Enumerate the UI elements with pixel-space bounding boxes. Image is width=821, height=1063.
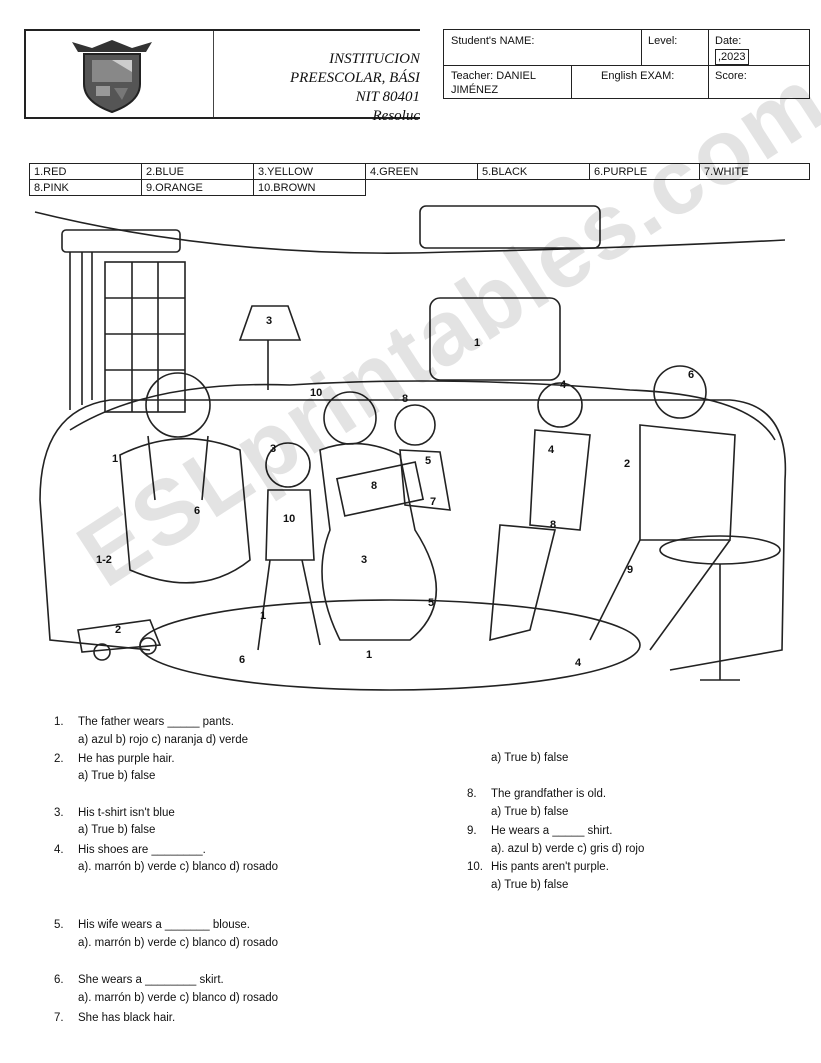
picture-label: 4: [560, 379, 567, 391]
question-6-options: a). marrón b) verde c) blanco d) rosado: [78, 992, 279, 1004]
question-text: His wife wears a _______ blouse.: [78, 919, 250, 931]
question-3: 3. His t-shirt isn't blue: [54, 805, 175, 821]
question-text: His shoes are ________.: [78, 844, 206, 856]
institution-header: [24, 29, 420, 119]
picture-label: 1: [260, 610, 266, 622]
question-3-options: a) True b) false: [78, 824, 156, 836]
teacher-label: Teacher: DANIEL JIMÉNEZ: [451, 70, 536, 96]
picture-label: 7: [430, 496, 436, 508]
picture-label: 3: [266, 315, 272, 327]
question-8-options: a) True b) false: [491, 806, 569, 818]
picture-label: 3: [270, 443, 276, 455]
color-key-item: 7.WHITE: [699, 163, 810, 180]
picture-label: 6: [239, 654, 245, 666]
level-label: Level:: [648, 35, 678, 47]
picture-label: 4: [548, 444, 555, 456]
family-coloring-picture: 1 3 10 8 4 6 1 3 5 2 6 4 8 7 10 1-2 3 8 …: [30, 200, 790, 700]
question-1-options: a) azul b) rojo c) naranja d) verde: [78, 734, 249, 746]
question-number: 10.: [467, 861, 483, 873]
question-text: She wears a ________ skirt.: [78, 974, 224, 986]
question-4: 4. His shoes are ________.: [54, 842, 206, 858]
question-number: 6.: [54, 974, 64, 986]
school-shield-logo: [62, 34, 162, 114]
question-number: 7.: [54, 1012, 64, 1024]
color-key-item: 4.GREEN: [365, 163, 478, 180]
picture-label: 1-2: [96, 554, 112, 566]
picture-label: 2: [624, 458, 630, 470]
picture-label: 5: [425, 455, 431, 467]
student-name-label: Student's NAME:: [451, 35, 535, 47]
picture-label: 9: [627, 564, 633, 576]
question-text: The father wears _____ pants.: [78, 716, 234, 728]
picture-label: 1: [112, 453, 118, 465]
question-number: 9.: [467, 825, 477, 837]
question-1: 1. The father wears _____ pants.: [54, 714, 234, 730]
question-2: 2. He has purple hair.: [54, 751, 175, 767]
question-number: 4.: [54, 844, 64, 856]
question-5-options: a). marrón b) verde c) blanco d) rosado: [78, 937, 279, 949]
picture-label: 3: [361, 554, 367, 566]
color-key-item: 2.BLUE: [141, 163, 254, 180]
question-10-options: a) True b) false: [491, 879, 569, 891]
question-7: 7. She has black hair.: [54, 1010, 175, 1026]
question-number: 2.: [54, 753, 64, 765]
question-9: 9. He wears a _____ shirt.: [467, 823, 612, 839]
question-10: 10. His pants aren't purple.: [467, 859, 609, 875]
question-text: His t-shirt isn't blue: [78, 807, 175, 819]
question-4-options: a). marrón b) verde c) blanco d) rosado: [78, 861, 279, 873]
question-text: He wears a _____ shirt.: [491, 825, 613, 837]
picture-label: 4: [575, 657, 582, 669]
question-6: 6. She wears a ________ skirt.: [54, 972, 224, 988]
question-text: He has purple hair.: [78, 753, 175, 765]
institution-name: INSTITUCION: [329, 51, 420, 67]
institution-nit: NIT 80401: [355, 89, 420, 105]
question-number: 5.: [54, 919, 64, 931]
student-info-table: Student's NAME: Level: Date: ,2023 Teach…: [443, 29, 810, 99]
question-text: His pants aren't purple.: [491, 861, 609, 873]
question-8: 8. The grandfather is old.: [467, 786, 606, 802]
color-key-item: 8.PINK: [29, 179, 142, 196]
question-7-options: a) True b) false: [491, 752, 569, 764]
date-field: Date: ,2023: [710, 31, 808, 68]
header-divider: [213, 31, 214, 117]
question-5: 5. His wife wears a _______ blouse.: [54, 917, 250, 933]
question-text: She has black hair.: [78, 1012, 176, 1024]
institution-level: PREESCOLAR, BÁSI: [290, 70, 420, 86]
picture-label: 2: [115, 624, 121, 636]
color-key-item: 1.RED: [29, 163, 142, 180]
picture-label: 10: [283, 513, 295, 525]
color-key-item: 9.ORANGE: [141, 179, 254, 196]
color-key-item: 5.BLACK: [477, 163, 590, 180]
color-key-item: 3.YELLOW: [253, 163, 366, 180]
picture-label: 8: [371, 480, 377, 492]
color-key-item: 10.BROWN: [253, 179, 366, 196]
score-label: Score:: [715, 70, 747, 82]
picture-label: 10: [310, 387, 322, 399]
picture-label: 6: [194, 505, 200, 517]
picture-label: 5: [428, 597, 434, 609]
picture-label: 8: [402, 393, 408, 405]
institution-resolution: Resoluc: [372, 108, 420, 124]
question-9-options: a). azul b) verde c) gris d) rojo: [491, 843, 645, 855]
question-number: 1.: [54, 716, 64, 728]
picture-label: 1: [474, 337, 480, 349]
exam-label: English EXAM:: [601, 70, 675, 82]
question-number: 8.: [467, 788, 477, 800]
date-label: Date:: [715, 35, 742, 47]
question-2-options: a) True b) false: [78, 770, 156, 782]
question-text: The grandfather is old.: [491, 788, 607, 800]
color-key-item: 6.PURPLE: [589, 163, 700, 180]
picture-label: 1: [366, 649, 372, 661]
date-value: ,2023: [715, 49, 749, 65]
picture-label: 6: [688, 369, 694, 381]
question-number: 3.: [54, 807, 64, 819]
picture-label: 8: [550, 519, 556, 531]
